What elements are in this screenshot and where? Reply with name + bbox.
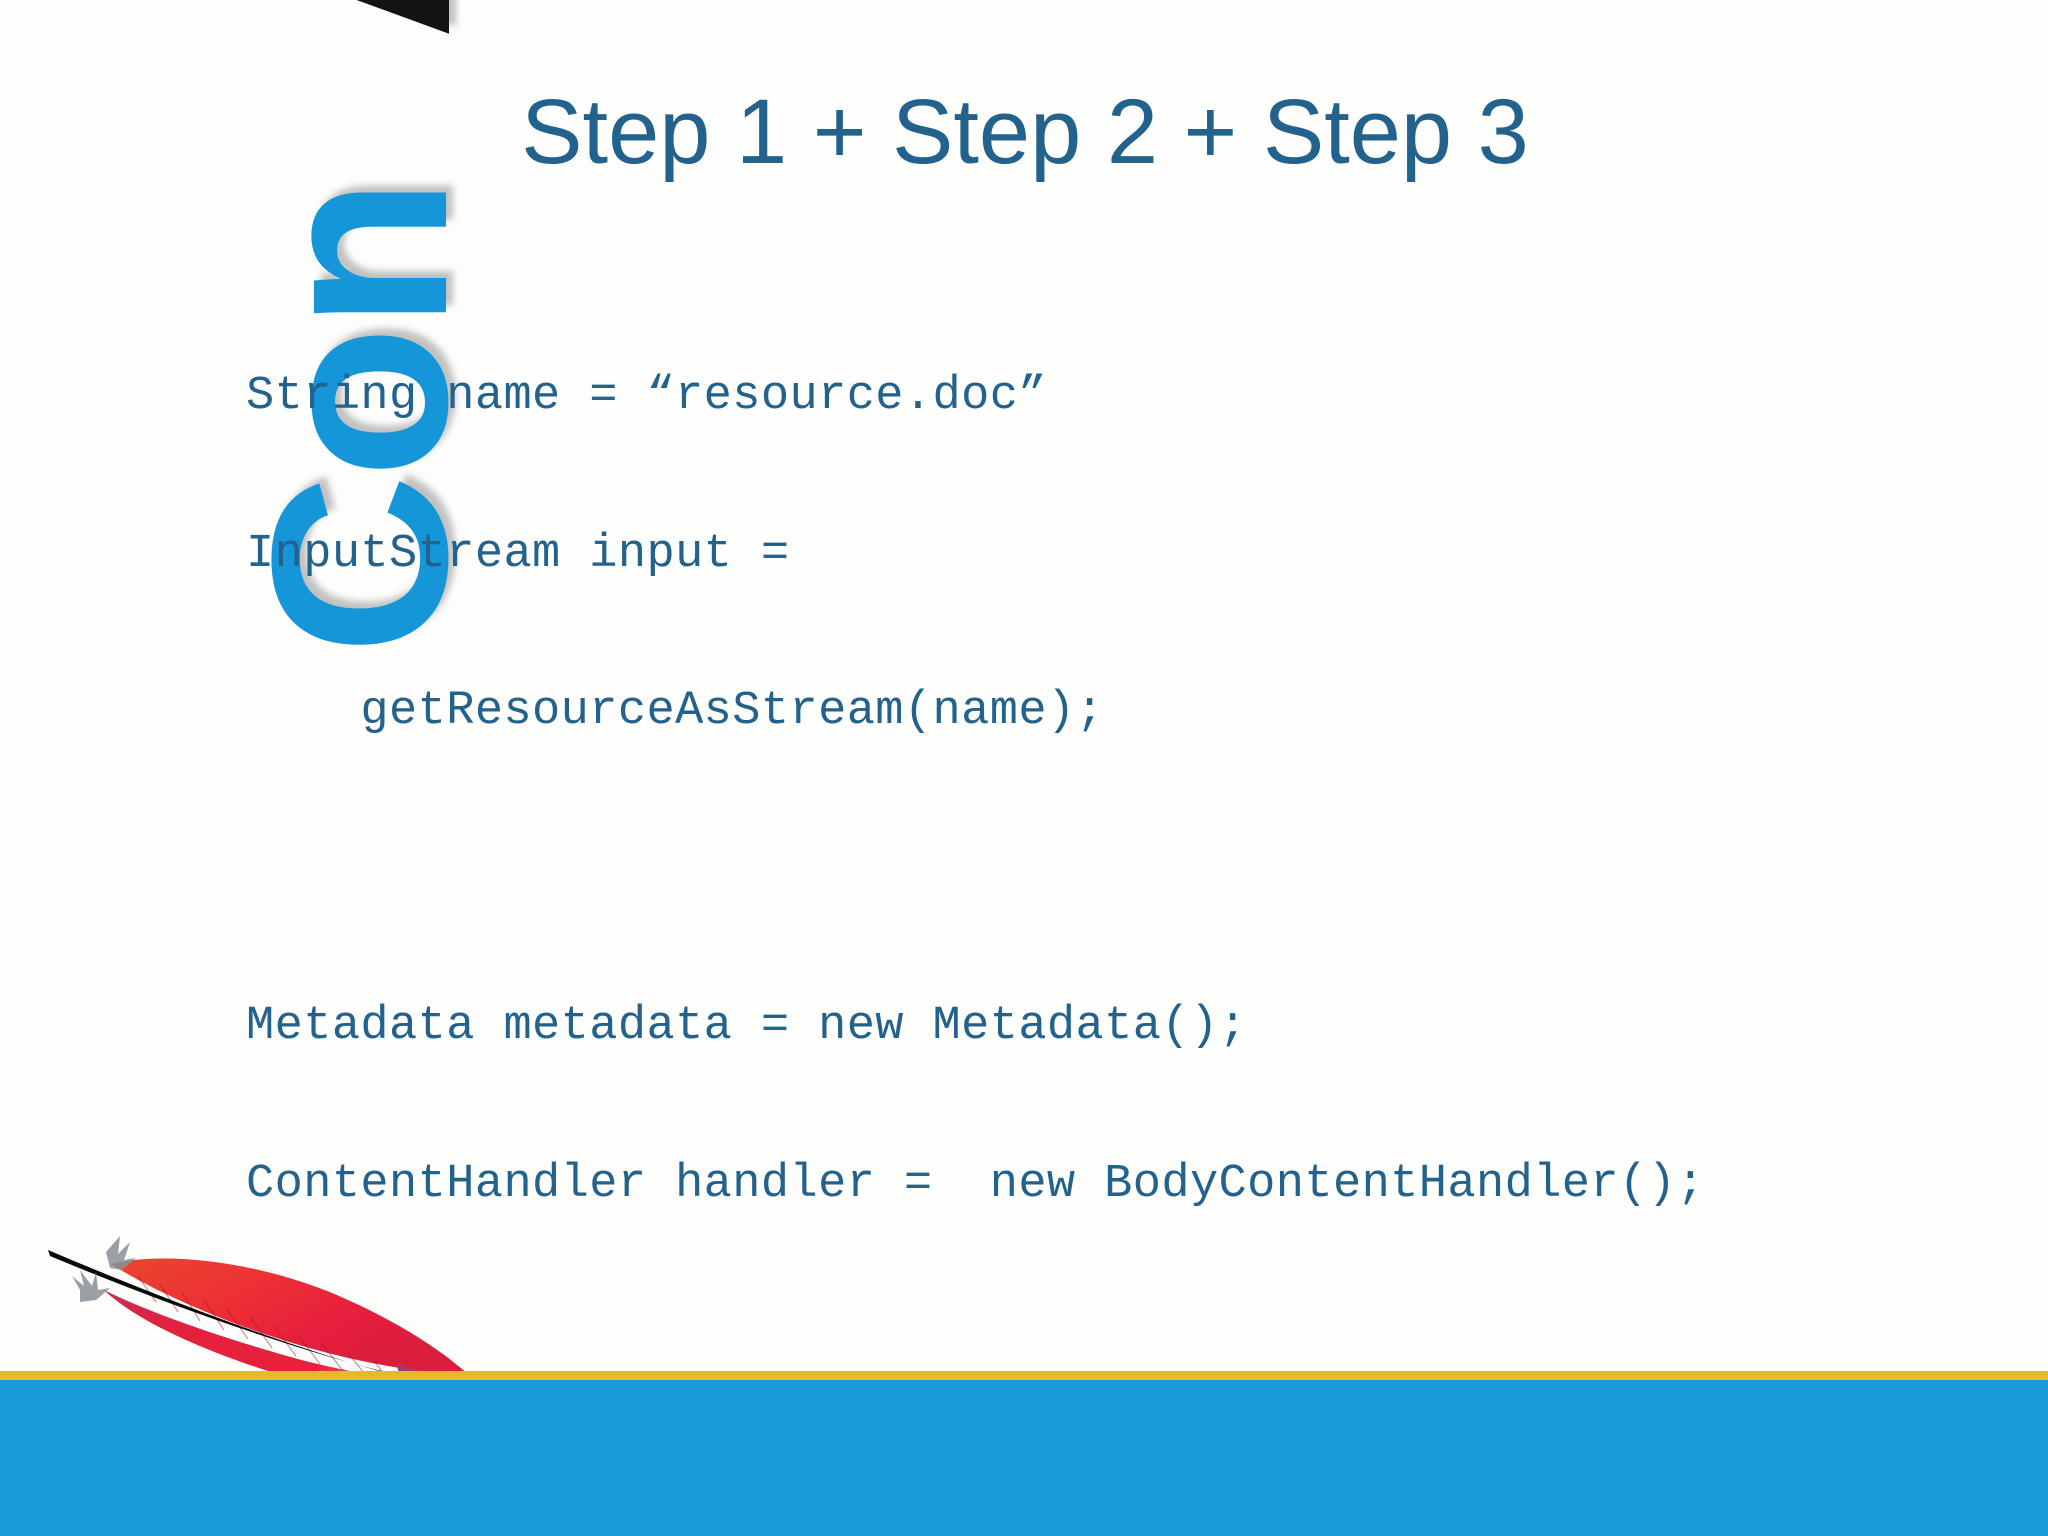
code-line-blank: [246, 1316, 2046, 1369]
slide-title: Step 1 + Step 2 + Step 3: [521, 81, 1529, 183]
footer-accent-rule: [0, 1371, 2048, 1380]
code-line-blank: [246, 844, 2046, 897]
code-line: String name = “resource.doc”: [246, 370, 1047, 423]
footer-bar: Leading the Wave of Open Source Paolo Mo…: [0, 1380, 2048, 1536]
code-line: Metadata metadata = new Metadata();: [246, 1000, 1248, 1053]
code-line: getResourceAsStream(name);: [246, 685, 1105, 738]
code-block: String name = “resource.doc” InputStream…: [246, 266, 2046, 1536]
code-line: ContentHandler handler = new BodyContent…: [246, 1157, 1705, 1211]
apachecon-logo-apache-text: Apache: [222, 0, 503, 40]
code-line: InputStream input =: [246, 527, 790, 581]
